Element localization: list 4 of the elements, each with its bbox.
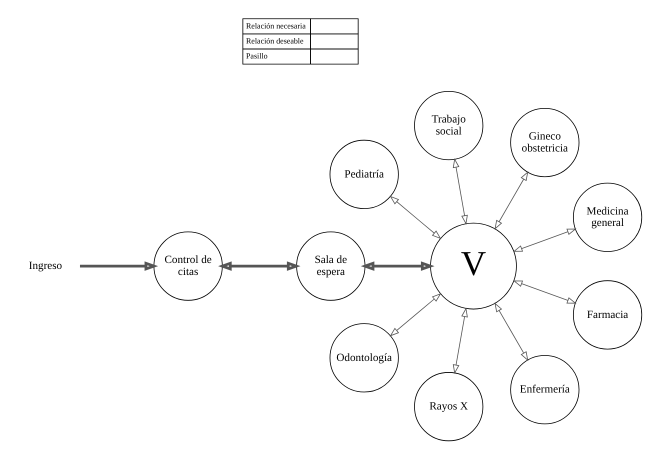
node-text: Ingreso	[28, 260, 62, 272]
legend-label: Relación deseable	[246, 36, 304, 45]
legend-label: Pasillo	[246, 51, 268, 60]
legend-label: Relación necesaria	[246, 20, 306, 30]
